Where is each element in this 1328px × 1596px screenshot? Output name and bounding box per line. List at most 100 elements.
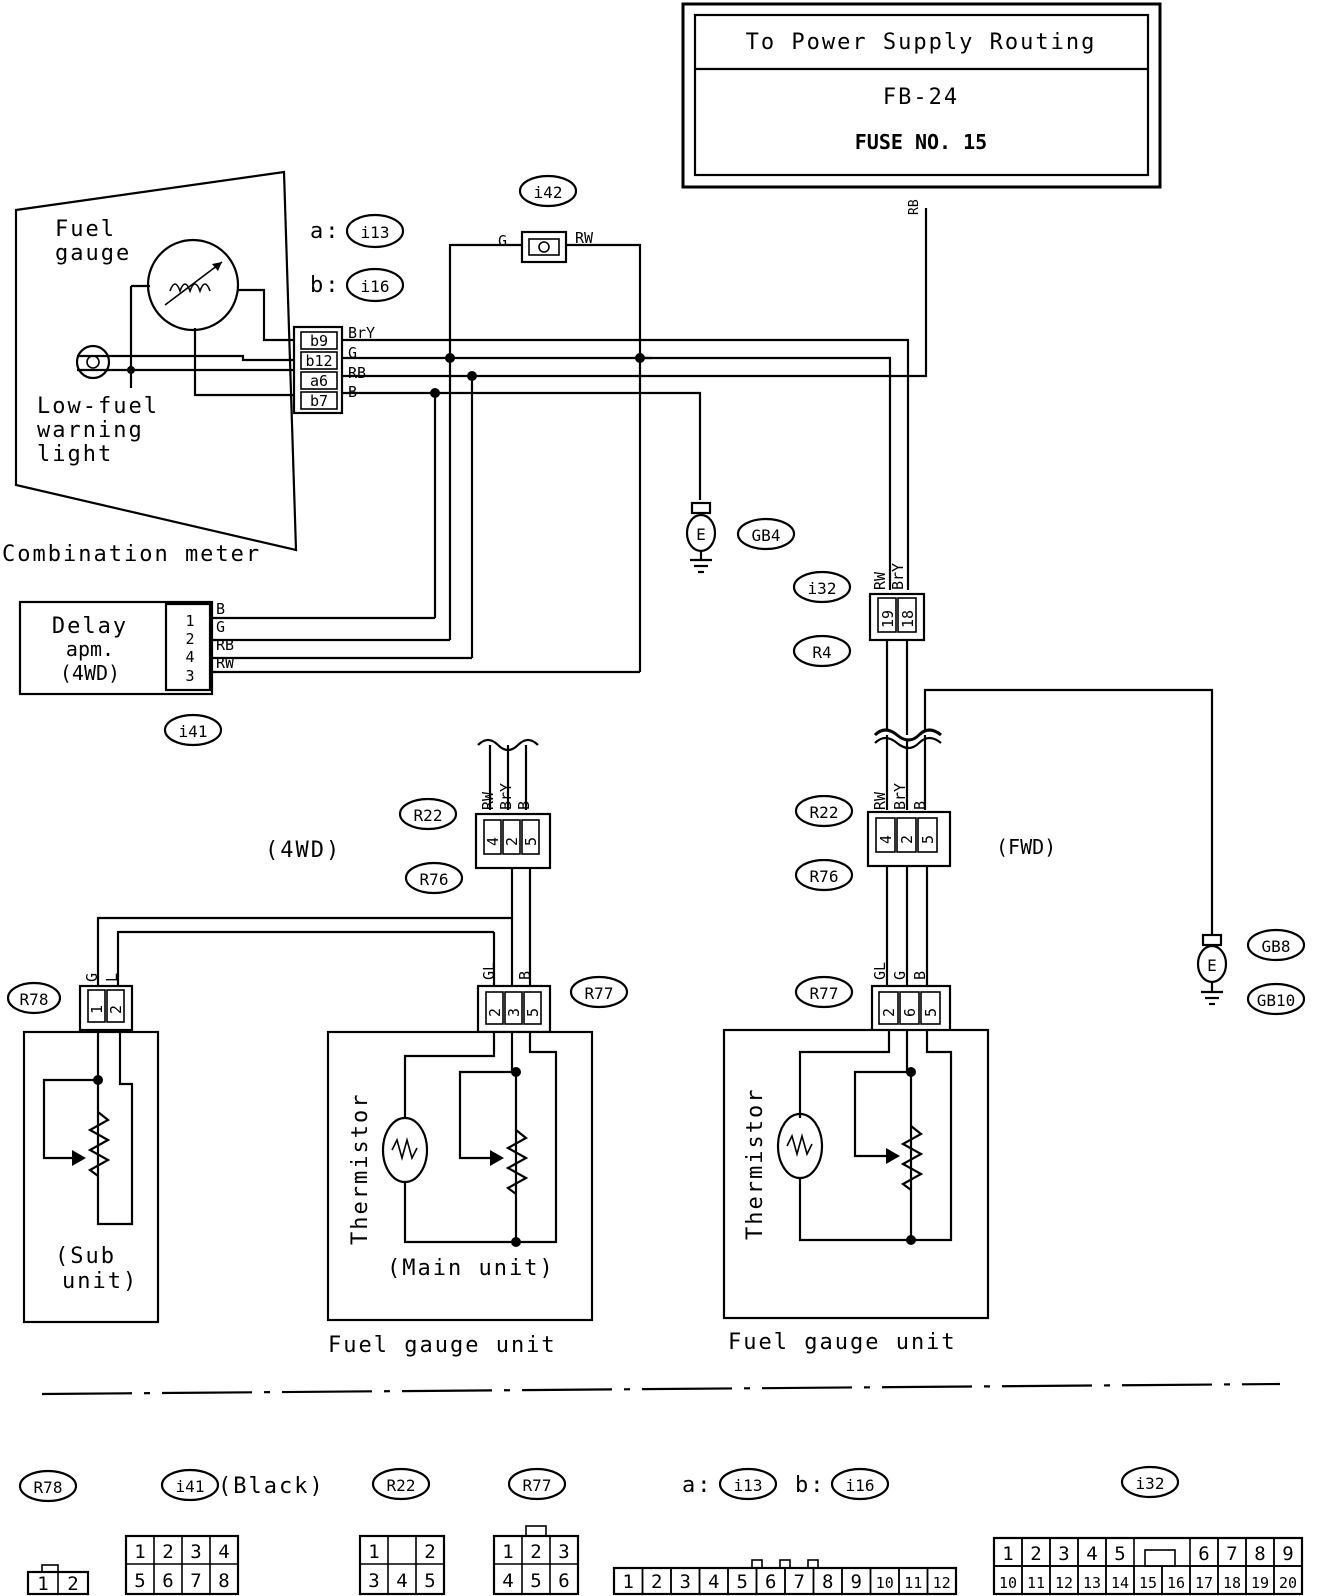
left-r77-badge [569,975,629,1009]
conn-i13-badge [345,213,405,249]
svg-text:1: 1 [502,1541,513,1563]
svg-text:2: 2 [503,837,521,846]
legend-r77-badge [507,1467,567,1501]
svg-text:apm.: apm. [66,637,114,661]
connector-pin-label: 16 [1167,1574,1185,1592]
power-supply-box: To Power Supply Routing FB-24 FUSE NO. 1… [681,2,1162,189]
svg-text:a6: a6 [310,372,328,390]
svg-text:6: 6 [162,1570,173,1592]
svg-text:18: 18 [899,610,917,628]
svg-text:i16: i16 [846,1476,875,1495]
right-r77-connector: 2 6 5 [870,984,952,1034]
legend-r77-connector: 1 2 3 4 5 6 [492,1525,580,1596]
left-r77-connector: 2 3 5 [476,984,552,1034]
legend-r78-badge [18,1469,78,1503]
low-fuel-label-2: warning [37,418,144,443]
right-mode-label: (FWD) [996,835,1056,859]
svg-text:2: 2 [185,630,194,648]
svg-text:RW: RW [575,229,594,247]
svg-text:(Main unit): (Main unit) [387,1256,555,1281]
svg-text:2: 2 [107,1005,125,1014]
svg-text:2: 2 [880,1008,898,1017]
legend-i13-badge [718,1467,778,1501]
svg-text:2: 2 [530,1541,541,1563]
svg-text:5: 5 [424,1570,435,1592]
right-r22-connector: 4 2 5 [866,810,952,868]
low-fuel-label-3: light [37,442,113,467]
connector-pin-label: 11 [1027,1574,1045,1592]
svg-text:2: 2 [898,835,916,844]
svg-text:b7: b7 [310,392,328,410]
svg-text:8: 8 [218,1570,229,1592]
svg-text:G: G [498,232,507,250]
svg-text:4: 4 [484,837,502,846]
meter-connector: b9 b12 a6 b7 BrY G RB B [292,324,375,415]
svg-text:5: 5 [522,837,540,846]
svg-text:1: 1 [368,1541,379,1563]
svg-text:RW: RW [216,654,235,672]
svg-text:BrY: BrY [497,783,515,810]
meter-conn-b-prefix: b: [310,273,341,298]
svg-text:R78: R78 [34,1478,63,1497]
ground-gb8: E [1196,933,1228,1006]
svg-text:5: 5 [524,1008,542,1017]
svg-text:RW: RW [871,791,889,810]
right-r22-badge [794,794,854,828]
svg-text:BrY: BrY [889,563,907,590]
warning-lamp-icon [75,344,111,380]
svg-text:5: 5 [919,835,937,844]
svg-text:1: 1 [37,1573,48,1595]
conn-i41-badge [163,713,223,747]
svg-text:i42: i42 [534,183,563,202]
right-unit-label: Fuel gauge unit [728,1330,957,1355]
svg-text:19: 19 [879,610,897,628]
connector-pin-label: 13 [1083,1574,1101,1592]
svg-text:4: 4 [502,1570,513,1592]
connector-pin-label: 3 [680,1571,691,1593]
svg-text:(Black): (Black) [218,1474,325,1499]
legend-i41-badge [160,1468,220,1502]
svg-text:4: 4 [185,648,194,666]
connector-pin-label: 9 [851,1571,862,1593]
svg-text:2: 2 [424,1541,435,1563]
svg-text:G: G [348,344,357,362]
svg-text:i41: i41 [179,722,208,741]
svg-text:G: G [891,971,909,980]
conn-i16-badge [345,267,405,303]
right-fuel-unit: Thermistor [722,1028,990,1320]
connector-pin-label: 7 [794,1571,805,1593]
svg-text:4: 4 [396,1570,407,1592]
power-supply-title: To Power Supply Routing [746,30,1097,55]
svg-text:E: E [696,525,706,544]
svg-text:R22: R22 [810,803,839,822]
connector-pin-label: 2 [651,1571,662,1593]
svg-text:(4WD): (4WD) [60,661,120,685]
svg-text:4: 4 [877,835,895,844]
delay-module: Delay apm. (4WD) 1 2 4 3 [18,600,214,696]
combination-meter-label: Combination meter [2,542,261,567]
connector-pin-label: 18 [1223,1574,1241,1592]
legend-r78-connector: 1 2 [26,1564,90,1596]
svg-text:i16: i16 [361,277,390,296]
svg-text:R77: R77 [523,1476,552,1495]
svg-text:3: 3 [558,1541,569,1563]
svg-text:B: B [516,971,534,980]
connector-pin-label: 5 [1114,1543,1125,1565]
svg-text:E: E [1207,956,1217,975]
svg-text:G: G [216,618,225,636]
svg-text:GB8: GB8 [1262,937,1291,956]
gb10-badge [1246,982,1306,1016]
fuel-gauge-label-1: Fuel [55,217,116,242]
svg-text:GB4: GB4 [752,526,781,545]
svg-text:GL: GL [480,962,498,980]
ground-gb4: E [685,501,717,574]
connector-pin-label: 11 [904,1574,922,1592]
svg-text:GL: GL [871,962,889,980]
svg-text:B: B [515,801,533,810]
connector-pin-label: 1 [623,1571,634,1593]
connector-pin-label: 1 [1002,1543,1013,1565]
svg-text:2: 2 [162,1541,173,1563]
fuel-gauge-label-2: gauge [55,241,131,266]
